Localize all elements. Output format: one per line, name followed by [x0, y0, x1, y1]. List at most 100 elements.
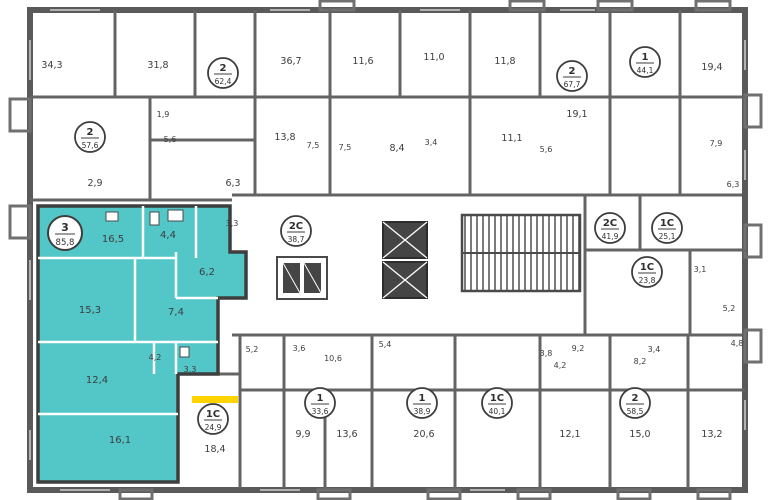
badge-area: 38,9 — [414, 407, 431, 416]
badge-area: 41,9 — [602, 232, 619, 241]
badge-area: 62,4 — [215, 77, 232, 86]
balcony — [516, 488, 552, 500]
room-area-label: 4,2 — [149, 353, 162, 362]
apartment-badge[interactable]: 1 44,1 — [629, 46, 661, 78]
balcony — [694, 0, 732, 12]
room-area-label: 7,4 — [168, 307, 184, 318]
room-area-label: 19,4 — [701, 62, 722, 73]
room-area-label: 3,8 — [540, 349, 553, 358]
room-area-label: 20,6 — [413, 429, 434, 440]
room-area-label: 5,6 — [540, 145, 553, 154]
room-area-label: 1,9 — [157, 110, 170, 119]
badge-area: 85,8 — [56, 238, 75, 248]
badge-circle[interactable] — [629, 46, 661, 78]
badge-circle[interactable] — [631, 256, 663, 288]
apartment-badge[interactable]: 2 62,4 — [207, 57, 239, 89]
badge-circle[interactable] — [197, 403, 229, 435]
badge-circle[interactable] — [47, 215, 83, 251]
apartment-badge[interactable]: 2 67,7 — [556, 60, 588, 92]
room-area-label: 13,2 — [701, 429, 722, 440]
badge-number: 1С — [206, 409, 220, 420]
room-area-label: 3,4 — [425, 138, 438, 147]
badge-area: 33,6 — [312, 407, 329, 416]
room-area-label: 9,2 — [572, 344, 585, 353]
balcony — [696, 488, 732, 500]
yellow-highlight-strip — [192, 396, 238, 403]
shaft-cross — [282, 262, 301, 294]
room-area-label: 7,9 — [710, 139, 723, 148]
badge-number: 1С — [490, 393, 504, 404]
apartment-badge[interactable]: 2С 41,9 — [594, 212, 626, 244]
room-area-label: 7,5 — [307, 141, 320, 150]
balcony — [8, 204, 32, 240]
badge-number: 3 — [61, 221, 69, 234]
badge-number: 2 — [87, 127, 94, 138]
room-area-label: 11,0 — [423, 52, 444, 63]
badge-circle[interactable] — [304, 387, 336, 419]
room-area-label: 12,1 — [559, 429, 580, 440]
room-area-label: 4,2 — [554, 361, 567, 370]
room-area-label: 5,4 — [379, 340, 392, 349]
room-area-label: 6,2 — [199, 267, 215, 278]
shaft-cross — [303, 262, 322, 294]
room-area-label: 8,4 — [389, 143, 404, 154]
badge-area: 24,9 — [205, 423, 222, 432]
room-area-label: 36,7 — [280, 56, 301, 67]
elevator-block — [276, 221, 428, 300]
badge-number: 1С — [640, 262, 654, 273]
badge-number: 2С — [603, 218, 617, 229]
badge-area: 25,1 — [659, 232, 676, 241]
apartment-badge[interactable]: 1С 40,1 — [481, 387, 513, 419]
balcony — [743, 223, 763, 259]
apartment-badge[interactable]: 2 57,6 — [74, 121, 106, 153]
stove-icon — [105, 211, 119, 222]
room-area-label: 3,1 — [694, 265, 707, 274]
badge-circle[interactable] — [280, 215, 312, 247]
badge-circle[interactable] — [406, 387, 438, 419]
badge-area: 40,1 — [489, 407, 506, 416]
room-area-label: 3,3 — [184, 365, 197, 374]
room-area-label: 3,4 — [648, 345, 661, 354]
selected-apartment-badge[interactable]: 3 85,8 — [47, 215, 83, 251]
badge-number: 1 — [419, 393, 426, 404]
fixtures — [105, 209, 190, 358]
balcony — [316, 488, 352, 500]
badge-area: 23,8 — [639, 276, 656, 285]
balcony — [743, 328, 763, 364]
room-area-label: 4,8 — [731, 339, 744, 348]
apartment-badge[interactable]: 1 33,6 — [304, 387, 336, 419]
room-area-label: 13,6 — [336, 429, 357, 440]
apartment-badge[interactable]: 2С 38,7 — [280, 215, 312, 247]
elevator-cross — [382, 261, 428, 299]
balcony — [616, 488, 652, 500]
apartment-badge[interactable]: 2 58,5 — [619, 387, 651, 419]
sink-icon — [179, 346, 190, 358]
badge-circle[interactable] — [651, 212, 683, 244]
room-area-label: 16,5 — [102, 234, 124, 245]
badge-number: 1 — [317, 393, 324, 404]
badge-circle[interactable] — [207, 57, 239, 89]
room-area-label: 5,2 — [246, 345, 259, 354]
badge-circle[interactable] — [74, 121, 106, 153]
apartment-badge[interactable]: 1 38,9 — [406, 387, 438, 419]
apartment-badge[interactable]: 1С 24,9 — [197, 403, 229, 435]
apartment-badge[interactable]: 1С 23,8 — [631, 256, 663, 288]
room-area-labels: 34,3 31,8 36,7 11,6 11,0 11,8 19,4 2,9 1… — [41, 52, 743, 455]
badge-number: 2 — [569, 66, 576, 77]
badge-circle[interactable] — [556, 60, 588, 92]
badge-number: 1С — [660, 218, 674, 229]
room-area-label: 6,3 — [727, 180, 740, 189]
toilet-icon — [149, 211, 160, 226]
apartment-badge[interactable]: 1С 25,1 — [651, 212, 683, 244]
badge-circle[interactable] — [619, 387, 651, 419]
badge-number: 2 — [220, 63, 227, 74]
windows — [29, 9, 746, 491]
badge-circle[interactable] — [481, 387, 513, 419]
badge-circle[interactable] — [594, 212, 626, 244]
elevator-cross — [382, 221, 428, 259]
room-partitions — [38, 206, 218, 416]
room-area-label: 15,0 — [629, 429, 650, 440]
selected-apartment[interactable] — [36, 204, 248, 484]
